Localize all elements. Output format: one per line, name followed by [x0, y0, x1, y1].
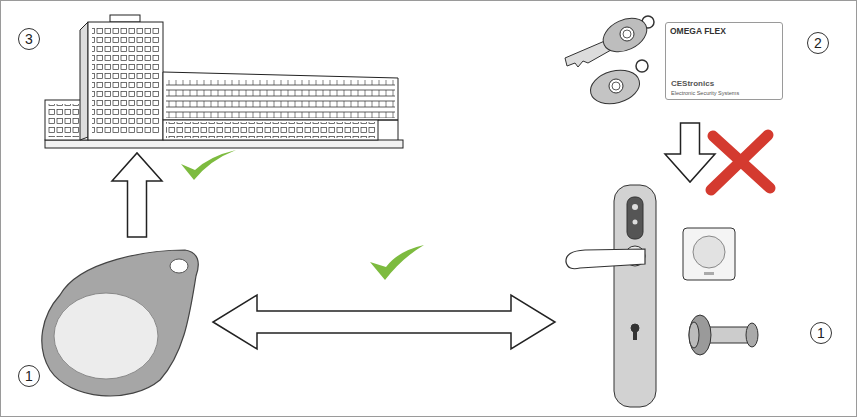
car-keys-drawing-part: [636, 60, 648, 72]
lock-group: 1: [558, 185, 837, 410]
building-drawing-part: [48, 104, 85, 137]
lock-hardware-drawing-part: [689, 322, 699, 348]
key-fob-drawing-part: [54, 293, 158, 379]
building-drawing-part: [110, 15, 140, 22]
car-keys-drawing-part: [609, 79, 623, 93]
lock-hardware-drawing-part: [689, 315, 711, 355]
cross-mark-part: [711, 135, 768, 190]
access-card: OMEGA FLEX CEStronicsElectronic Security …: [665, 22, 783, 100]
building-drawing-part: [45, 140, 403, 148]
lock-hardware-drawing-part: [633, 330, 637, 340]
key-fob-group: 1: [15, 240, 210, 402]
lock-hardware-drawing-part: [683, 228, 735, 280]
callout-number: 1: [18, 365, 40, 387]
check-mark-part: [370, 245, 424, 280]
building-drawing-part: [166, 122, 375, 138]
building-drawing-part: [398, 120, 399, 140]
brand-tagline: Electronic Security Systems: [671, 90, 739, 96]
building-drawing-part: [163, 120, 378, 140]
car-keys-drawing: [565, 12, 654, 109]
block-arrow: [213, 295, 555, 349]
key-fob-drawing: [42, 250, 198, 396]
callout-number: 2: [807, 32, 829, 54]
building-group: 3: [15, 10, 410, 150]
building-drawing: [45, 15, 403, 148]
building-drawing-part: [163, 72, 398, 120]
key-fob-drawing-part: [170, 259, 188, 273]
keys-group: 2 OMEGA FLEX CEStronicsElectronic Security…: [555, 10, 837, 120]
cross-mark: [711, 135, 770, 190]
block-arrow: [112, 153, 162, 237]
check-mark: [181, 150, 424, 280]
car-keys-drawing-part: [620, 27, 634, 41]
car-keys-drawing-part: [587, 65, 644, 109]
lock-hardware-drawing-part: [708, 327, 750, 343]
check-mark-part: [181, 150, 236, 180]
lock-hardware-drawing-part: [704, 272, 714, 275]
car-keys-drawing-part: [598, 12, 652, 59]
lock-hardware-drawing-part: [614, 185, 656, 407]
brand-name: CEStronics: [671, 79, 714, 88]
lock-hardware-drawing-part: [746, 323, 758, 347]
key-fob-drawing-part: [42, 250, 198, 396]
building-drawing-part: [92, 27, 159, 135]
lock-hardware-drawing-part: [633, 220, 638, 225]
product-name: OMEGA FLEX: [670, 26, 726, 36]
car-keys-drawing-part: [623, 30, 631, 38]
lock-hardware-drawing-part: [693, 236, 725, 268]
building-drawing-part: [80, 22, 88, 140]
lock-hardware-drawing-part: [632, 204, 638, 210]
callout-number: 3: [18, 28, 40, 50]
lock-hardware-drawing-part: [566, 249, 645, 269]
building-drawing-part: [378, 120, 398, 121]
building-drawing-part: [88, 22, 163, 140]
block-arrow: [665, 123, 715, 182]
lock-hardware-drawing-part: [627, 197, 643, 239]
building-drawing-part: [166, 80, 395, 118]
callout-number: 1: [810, 322, 832, 344]
lock-hardware-drawing: [566, 185, 758, 407]
car-keys-drawing-part: [612, 82, 620, 90]
